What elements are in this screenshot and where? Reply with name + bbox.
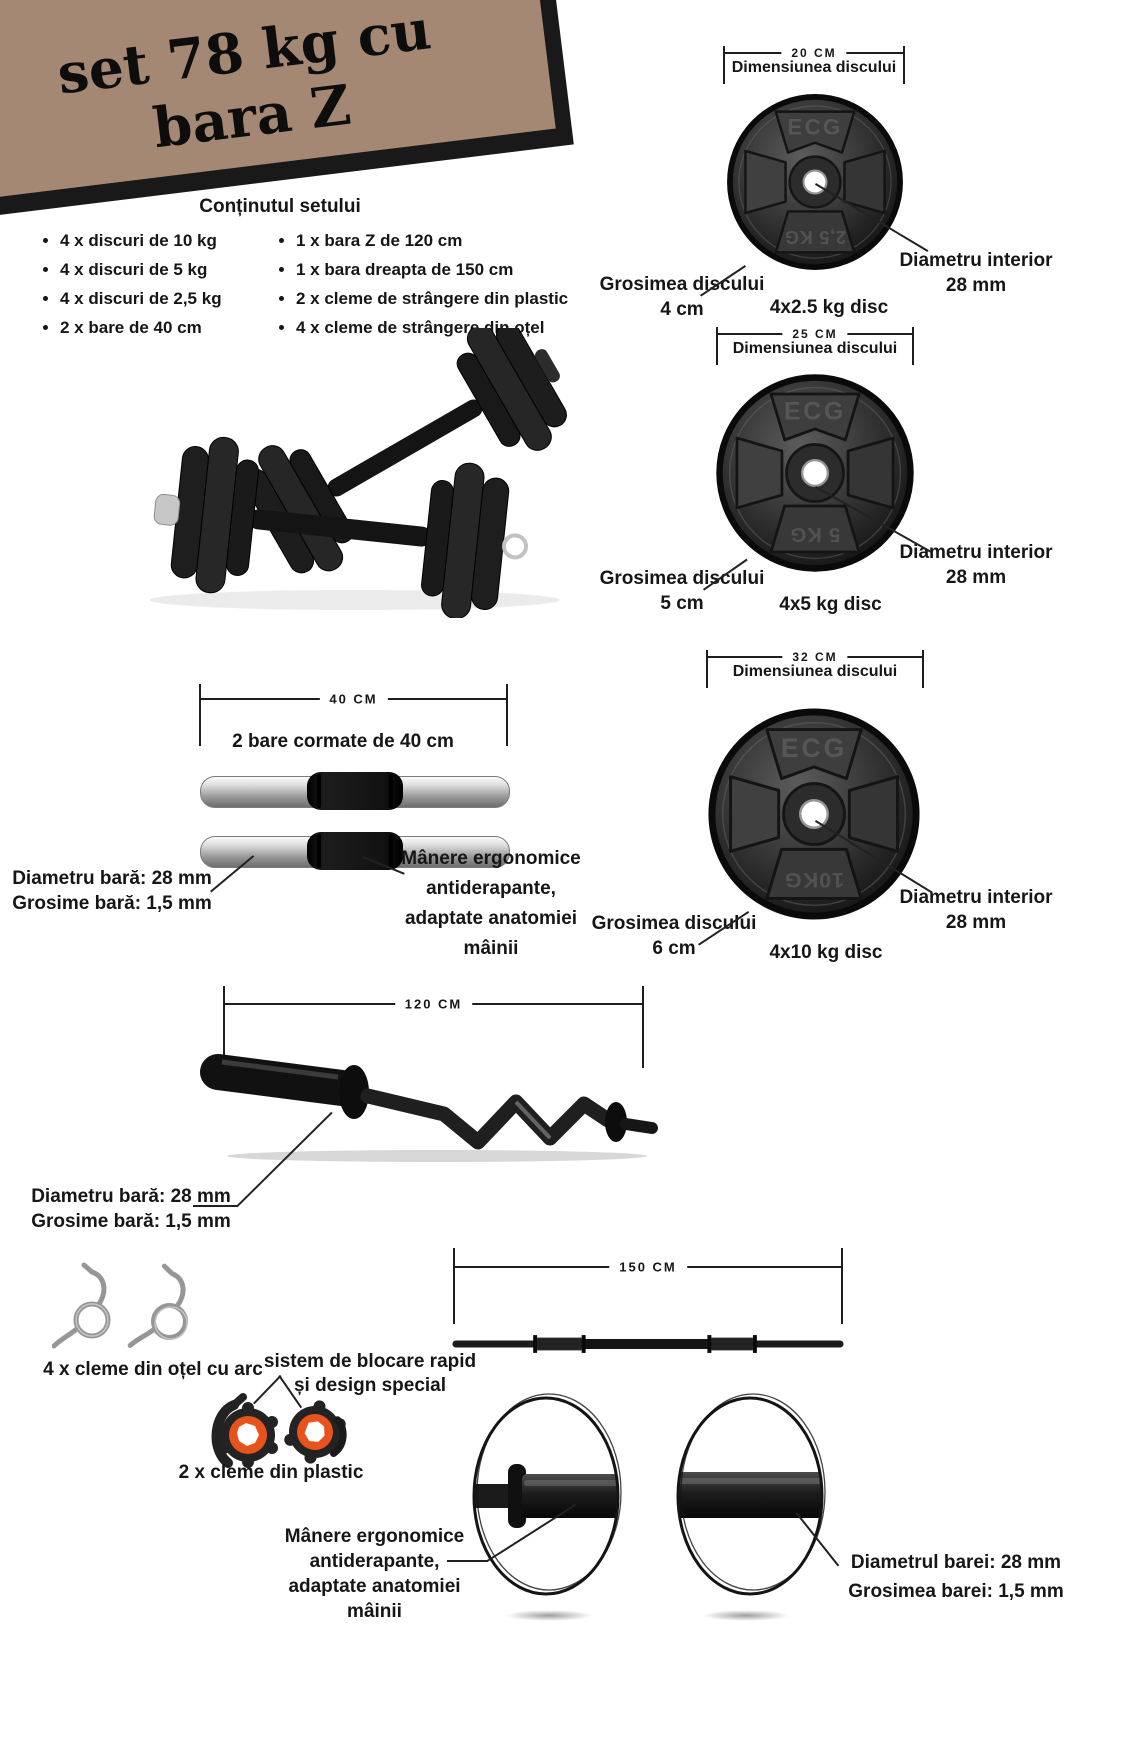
- dimension-rule: 25 CM: [716, 327, 914, 365]
- contents-item: 2 x bare de 40 cm: [60, 313, 222, 342]
- short-bars-caption: 2 bare cormate de 40 cm: [232, 731, 454, 752]
- dimension-value: 120 CM: [394, 996, 473, 1012]
- inset-shadow: [702, 1610, 790, 1621]
- weight-disc-10kg: ECG 10KG: [708, 708, 920, 920]
- short-bar-1-grip: [307, 772, 403, 810]
- dimension-rule: 32 CM: [706, 650, 924, 688]
- plastic-clamp-2: [284, 1400, 347, 1464]
- locking-system-label: sistem de blocare rapid și design specia…: [263, 1351, 477, 1396]
- disc-1-inner-diameter-label: Diametru interior 28 mm: [899, 250, 1053, 296]
- dimension-line-disc-3: 32 CM Dimensiunea discului: [706, 650, 924, 688]
- dimension-rule: 120 CM: [223, 986, 644, 1068]
- dumbbells-photo: [150, 328, 567, 618]
- dimension-line-120cm: 120 CM: [223, 986, 644, 1068]
- weight-disc-2-5kg: ECG 2,5 KG: [727, 94, 903, 270]
- inset-shadow: [505, 1610, 593, 1621]
- disc-1-name: 4x2.5 kg disc: [769, 297, 889, 318]
- disc-weight-mark: 10KG: [784, 868, 844, 893]
- contents-item: 4 x discuri de 10 kg: [60, 226, 222, 255]
- contents-list-left: 4 x discuri de 10 kg 4 x discuri de 5 kg…: [40, 226, 222, 342]
- disc-1-thickness-label: Grosimea discului 4 cm: [599, 274, 765, 320]
- plastic-clamp-1: [211, 1393, 278, 1468]
- inset-grip-detail: [472, 1393, 622, 1596]
- disc-3-thickness-label: Grosimea discului 6 cm: [591, 913, 757, 959]
- contents-item: 2 x cleme de strângere din plastic: [296, 284, 568, 313]
- leader-line: [193, 1205, 237, 1207]
- short-bar-1: [200, 772, 510, 810]
- front-dumbbell: [153, 436, 529, 618]
- contents-heading: Conținutul setului: [199, 196, 361, 217]
- dimension-value: 25 CM: [782, 327, 848, 341]
- z-bar-diameter-label: Diametru bară: 28 mm Grosime bară: 1,5 m…: [31, 1186, 231, 1232]
- disc-2-inner-diameter-label: Diametru interior 28 mm: [899, 542, 1053, 588]
- disc-2-thickness-label: Grosimea discului 5 cm: [599, 568, 765, 614]
- short-bar-grip-label: Mânere ergonomice antiderapante, adaptat…: [401, 848, 581, 959]
- dimension-line-40cm: 40 CM: [199, 684, 508, 746]
- short-bar-2-grip: [307, 832, 403, 870]
- disc-weight-mark: 5 KG: [790, 523, 841, 545]
- straight-bar-photo: [452, 1335, 844, 1353]
- plastic-clamps-photo: [211, 1393, 347, 1468]
- disc-3-inner-diameter-label: Diametru interior 28 mm: [899, 887, 1053, 933]
- contents-item: 1 x bara Z de 120 cm: [296, 226, 568, 255]
- inset-bar-detail: [676, 1393, 826, 1596]
- title-banner: set 78 kg cu bara Z: [0, 0, 556, 202]
- leader-line: [447, 1560, 488, 1562]
- steel-clamp-2: [127, 1263, 188, 1348]
- dimension-value: 150 CM: [609, 1259, 687, 1275]
- rear-dumbbell: [243, 328, 567, 574]
- grip-detail-label: Mânere ergonomice antiderapante, adaptat…: [284, 1526, 465, 1622]
- weight-disc-5kg: ECG 5 KG: [716, 374, 914, 572]
- dimension-value: 32 CM: [782, 650, 848, 664]
- disc-brand-mark: ECG: [784, 399, 846, 426]
- contents-item: 4 x discuri de 2,5 kg: [60, 284, 222, 313]
- dimension-line-disc-2: 25 CM Dimensiunea discului: [716, 327, 914, 365]
- disc-3-name: 4x10 kg disc: [769, 942, 883, 963]
- bar-detail-label: Diametrul barei: 28 mm Grosimea barei: 1…: [848, 1552, 1064, 1602]
- dimension-caption: Dimensiunea discului: [731, 59, 897, 76]
- dimension-rule: 40 CM: [199, 684, 508, 746]
- disc-brand-mark: ECG: [787, 115, 842, 140]
- dimension-line-150cm: 150 CM: [453, 1248, 843, 1324]
- disc-2-name: 4x5 kg disc: [779, 594, 882, 615]
- short-bar-2: [200, 832, 510, 870]
- dimension-line-disc-1: 20 CM Dimensiunea discului: [723, 46, 905, 84]
- short-bar-diameter-label: Diametru bară: 28 mm Grosime bară: 1,5 m…: [12, 868, 212, 914]
- dimension-caption: Dimensiunea discului: [732, 340, 898, 357]
- dimension-rule: 20 CM: [723, 46, 905, 84]
- contents-item: 1 x bara dreapta de 150 cm: [296, 255, 568, 284]
- dimension-value: 20 CM: [781, 46, 847, 60]
- dimension-caption: Dimensiunea discului: [732, 663, 898, 680]
- page-title: set 78 kg cu bara Z: [0, 0, 554, 186]
- plastic-clamps-label: 2 x cleme din plastic: [178, 1462, 364, 1483]
- disc-brand-mark: ECG: [781, 733, 847, 763]
- dimension-value: 40 CM: [319, 691, 388, 707]
- steel-clamps-label: 4 x cleme din oțel cu arc: [43, 1359, 263, 1380]
- contents-list-right: 1 x bara Z de 120 cm 1 x bara dreapta de…: [276, 226, 568, 342]
- steel-clamps-photo: [52, 1262, 188, 1349]
- contents-item: 4 x discuri de 5 kg: [60, 255, 222, 284]
- disc-weight-mark: 2,5 KG: [784, 227, 846, 247]
- dimension-rule: 150 CM: [453, 1248, 843, 1324]
- z-bar-photo: [200, 1054, 658, 1162]
